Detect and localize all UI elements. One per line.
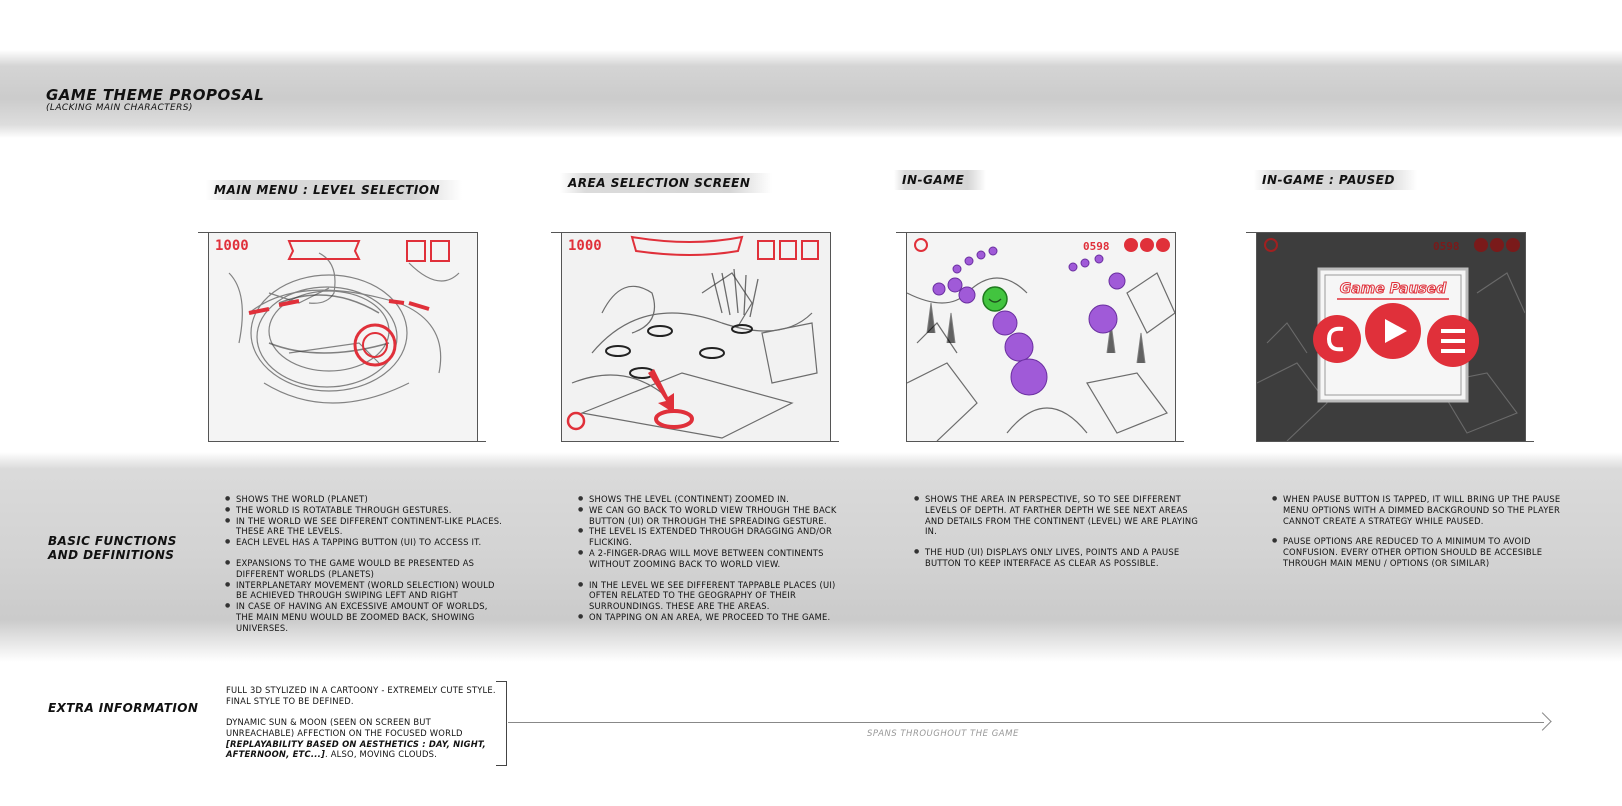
area-selection-score: 1000 xyxy=(568,238,602,254)
row-label-extra: Extra Information xyxy=(48,701,199,715)
frame-corner xyxy=(896,232,906,233)
list-item: The level is extended through dragging a… xyxy=(578,526,859,548)
timeline-arrow-line xyxy=(508,722,1544,723)
sketch-area-selection: 1000 xyxy=(561,232,831,442)
in-game-illustration: 0598 xyxy=(907,233,1175,441)
extra-info-line2: Dynamic sun & moon (seen on screen but u… xyxy=(226,717,496,760)
list-item: The world is rotatable through gestures. xyxy=(225,505,506,516)
list-item: Each level has a tapping button (UI) to … xyxy=(225,537,506,548)
list-item: Pause options are reduced to a minimum t… xyxy=(1272,536,1565,568)
list-item: In the level we see different tappable p… xyxy=(578,580,859,612)
frame-corner xyxy=(198,232,208,233)
row-label-basic-line2: and Definitions xyxy=(48,548,175,562)
notes-in-game: Shows the AREA in perspective, so to see… xyxy=(914,494,1207,569)
list-item: In the world we see different continent-… xyxy=(225,516,506,538)
main-menu-illustration: 1000 xyxy=(209,233,477,441)
notes-in-game-paused: When pause button is tapped, it will bri… xyxy=(1272,494,1565,569)
row-label-basic-line1: Basic Functions xyxy=(48,534,177,548)
main-menu-score: 1000 xyxy=(215,238,249,254)
notes-main-menu: Shows the WORLD (planet) The world is ro… xyxy=(225,494,506,634)
page-title: Game Theme Proposal xyxy=(46,86,265,104)
row-label-basic: Basic Functions and Definitions xyxy=(48,534,177,562)
frame-corner xyxy=(1246,232,1256,233)
timeline-label: Spans throughout the game xyxy=(867,729,1019,739)
list-item: When pause button is tapped, it will bri… xyxy=(1272,494,1565,526)
header-band xyxy=(0,50,1622,138)
list-item: Shows the AREA in perspective, so to see… xyxy=(914,494,1207,537)
extra-info-line1: Full 3D stylized in a cartoony - extreme… xyxy=(226,685,496,706)
list-item: Shows the WORLD (planet) xyxy=(225,494,506,505)
area-selection-illustration: 1000 xyxy=(562,233,830,441)
list-item: Expansions to the game would be presente… xyxy=(225,558,506,580)
list-item: Shows the LEVEL (continent) zoomed in. xyxy=(578,494,859,505)
frame-corner xyxy=(1524,441,1534,442)
in-game-score: 0598 xyxy=(1083,240,1110,253)
paused-label: Game Paused xyxy=(1340,281,1448,297)
page-subtitle: (lacking main characters) xyxy=(46,103,193,113)
list-item: Interplanetary movement (world selection… xyxy=(225,580,506,602)
heading-in-game: In-Game xyxy=(894,170,987,190)
heading-in-game-paused: In-Game : Paused xyxy=(1254,170,1417,190)
extra-info-line2-bold: [Replayability based on aesthetics : day… xyxy=(226,738,486,760)
list-item: A 2-finger-drag will move between contin… xyxy=(578,548,859,570)
sketch-in-game: 0598 xyxy=(906,232,1176,442)
list-item: The HUD (UI) displays only LIVES, POINTS… xyxy=(914,547,1207,569)
list-item: We can go back to world view trhough the… xyxy=(578,505,859,527)
frame-corner xyxy=(829,441,839,442)
extra-info-line2-tail: . Also, moving clouds. xyxy=(325,749,438,760)
heading-main-menu: Main Menu : Level Selection xyxy=(206,180,463,200)
frame-corner xyxy=(476,441,486,442)
frame-corner xyxy=(551,232,561,233)
frame-corner xyxy=(1174,441,1184,442)
notes-area-selection: Shows the LEVEL (continent) zoomed in. W… xyxy=(578,494,859,623)
paused-illustration: 0598 Game Paused xyxy=(1257,233,1525,441)
sketch-main-menu: 1000 xyxy=(208,232,478,442)
list-item: On tapping on an area, we proceed to the… xyxy=(578,612,859,623)
sketch-in-game-paused: 0598 Game Paused xyxy=(1256,232,1526,442)
paused-score: 0598 xyxy=(1433,240,1460,253)
extra-info-line2-plain: Dynamic sun & moon (seen on screen but u… xyxy=(226,717,463,738)
heading-area-selection: Area Selection Screen xyxy=(560,173,773,193)
list-item: In case of having an excessive amount of… xyxy=(225,601,506,633)
arrow-right-icon xyxy=(1533,712,1552,731)
extra-info-bracket xyxy=(496,681,507,766)
